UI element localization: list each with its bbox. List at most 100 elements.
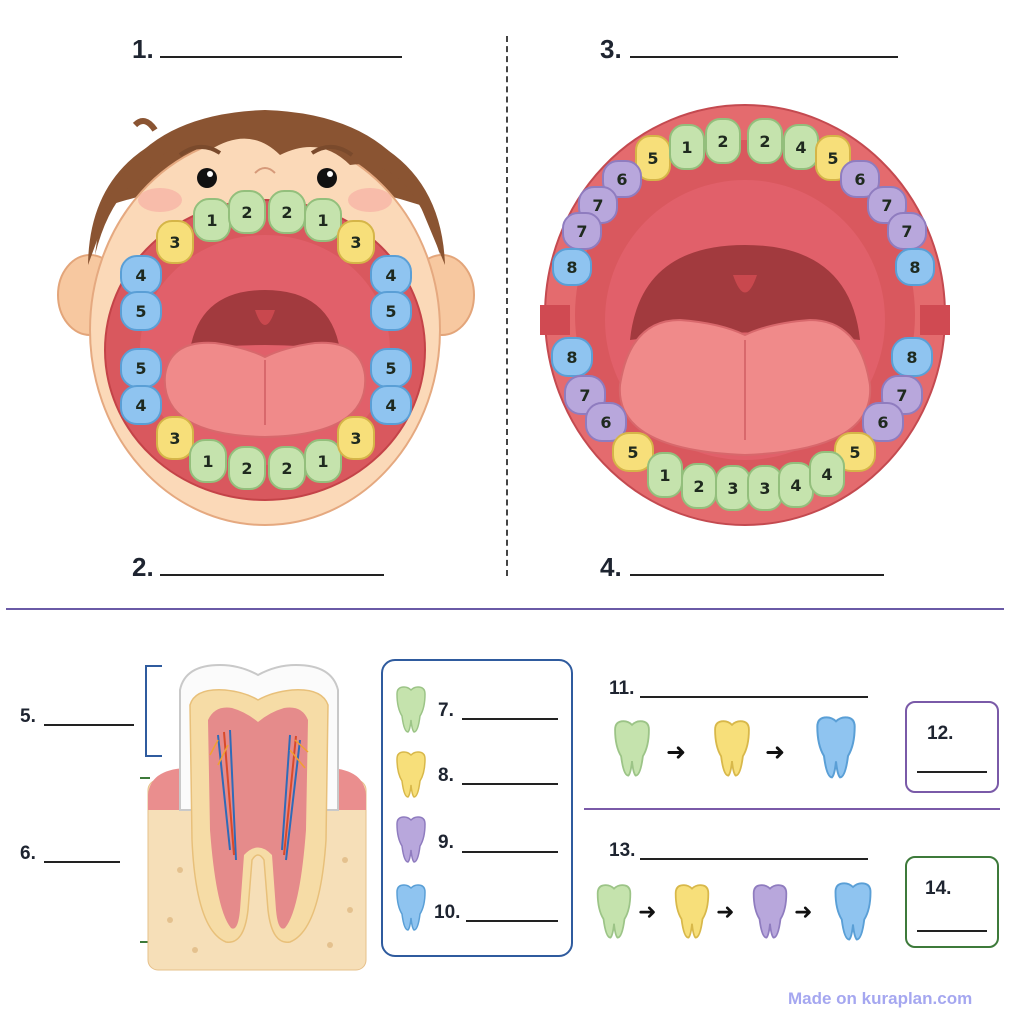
tooth-number: 5 bbox=[135, 302, 146, 321]
tooth bbox=[562, 212, 602, 250]
answer-line-5[interactable] bbox=[44, 724, 134, 726]
canine-icon bbox=[396, 751, 426, 798]
tooth-number: 4 bbox=[135, 266, 146, 285]
sub-divider bbox=[584, 808, 1000, 810]
tooth-number: 7 bbox=[896, 386, 907, 405]
vertical-divider bbox=[506, 36, 508, 576]
tooth-cross-section bbox=[140, 663, 367, 971]
arrow-icon: ➜ bbox=[666, 738, 687, 766]
answer-line-12[interactable] bbox=[917, 771, 987, 773]
incisor-icon bbox=[614, 720, 650, 777]
tooth-number: 4 bbox=[821, 465, 832, 484]
label-6: 6. bbox=[20, 843, 36, 864]
tooth-number: 2 bbox=[241, 459, 252, 478]
tooth-number: 6 bbox=[600, 413, 611, 432]
tooth bbox=[337, 220, 375, 264]
key-molar bbox=[394, 884, 428, 936]
tooth-number: 4 bbox=[385, 266, 396, 285]
tooth-number: 1 bbox=[206, 211, 217, 230]
tooth-number: 5 bbox=[647, 149, 658, 168]
tooth bbox=[552, 248, 592, 286]
label-2: 2. bbox=[132, 552, 154, 582]
pulp bbox=[208, 707, 308, 929]
answer-line-3[interactable] bbox=[630, 56, 898, 58]
canine-icon bbox=[674, 884, 710, 939]
label-4: 4. bbox=[600, 552, 622, 582]
tooth-number: 8 bbox=[909, 258, 920, 277]
tooth bbox=[337, 416, 375, 460]
key-canine bbox=[394, 751, 428, 803]
tooth bbox=[228, 446, 266, 490]
tooth-number: 8 bbox=[906, 348, 917, 367]
credit-text[interactable]: Made on kuraplan.com bbox=[788, 989, 973, 1008]
tooth-number: 2 bbox=[281, 459, 292, 478]
tooth-number: 2 bbox=[693, 477, 704, 496]
molar-icon bbox=[396, 884, 426, 931]
tooth-number: 3 bbox=[759, 479, 770, 498]
tooth bbox=[370, 385, 412, 425]
tooth-number: 2 bbox=[241, 203, 252, 222]
tooth-number: 5 bbox=[849, 443, 860, 462]
key-incisor bbox=[394, 686, 428, 738]
answer-line-11[interactable] bbox=[640, 696, 868, 698]
tooth-number: 6 bbox=[877, 413, 888, 432]
tooth bbox=[228, 190, 266, 234]
tooth-number: 4 bbox=[790, 476, 801, 495]
answer-line-2[interactable] bbox=[160, 574, 384, 576]
label-5: 5. bbox=[20, 706, 36, 727]
tooth-key-box bbox=[381, 659, 573, 957]
tooth bbox=[815, 135, 851, 181]
tooth-number: 5 bbox=[827, 149, 838, 168]
key-premolar bbox=[394, 816, 428, 868]
left-eye bbox=[197, 168, 217, 188]
tooth-number: 7 bbox=[592, 196, 603, 215]
tooth-number: 5 bbox=[385, 302, 396, 321]
tooth-number: 7 bbox=[881, 196, 892, 215]
answer-box-14[interactable]: 14. bbox=[905, 856, 999, 948]
label-10: 10. bbox=[434, 902, 461, 923]
sequence-13: ➜ ➜ ➜ bbox=[594, 882, 884, 944]
answer-line-10[interactable] bbox=[466, 920, 558, 922]
answer-line-7[interactable] bbox=[462, 718, 558, 720]
answer-line-9[interactable] bbox=[462, 851, 558, 853]
tooth bbox=[551, 337, 593, 377]
canine-icon bbox=[714, 720, 750, 777]
tooth-number: 5 bbox=[135, 359, 146, 378]
tooth bbox=[669, 124, 705, 170]
tooth bbox=[585, 402, 627, 442]
molar-icon bbox=[834, 882, 872, 941]
section-divider bbox=[6, 608, 1004, 610]
tooth bbox=[747, 118, 783, 164]
gum-tissue bbox=[148, 768, 366, 810]
answer-line-6[interactable] bbox=[44, 861, 120, 863]
tooth bbox=[120, 291, 162, 331]
tooth-number: 1 bbox=[317, 211, 328, 230]
tooth bbox=[304, 439, 342, 483]
label-12: 12. bbox=[927, 723, 954, 744]
arrow-icon: ➜ bbox=[794, 900, 813, 925]
label-3: 3. bbox=[600, 34, 622, 64]
answer-line-8[interactable] bbox=[462, 783, 558, 785]
answer-line-4[interactable] bbox=[630, 574, 884, 576]
tooth-number: 5 bbox=[385, 359, 396, 378]
tooth-number: 1 bbox=[202, 452, 213, 471]
arrow-icon: ➜ bbox=[765, 738, 786, 766]
tooth-number: 4 bbox=[135, 396, 146, 415]
answer-box-12[interactable]: 12. bbox=[905, 701, 999, 793]
tooth bbox=[862, 402, 904, 442]
tooth-number: 7 bbox=[901, 222, 912, 241]
answer-line-13[interactable] bbox=[640, 858, 868, 860]
tooth bbox=[189, 439, 227, 483]
label-11: 11. bbox=[609, 678, 635, 699]
tooth bbox=[370, 291, 412, 331]
answer-line-14[interactable] bbox=[917, 930, 987, 932]
tooth-number: 4 bbox=[385, 396, 396, 415]
tooth-number: 3 bbox=[350, 429, 361, 448]
root-bracket bbox=[140, 777, 150, 943]
tooth-number: 8 bbox=[566, 348, 577, 367]
answer-line-1[interactable] bbox=[160, 56, 402, 58]
